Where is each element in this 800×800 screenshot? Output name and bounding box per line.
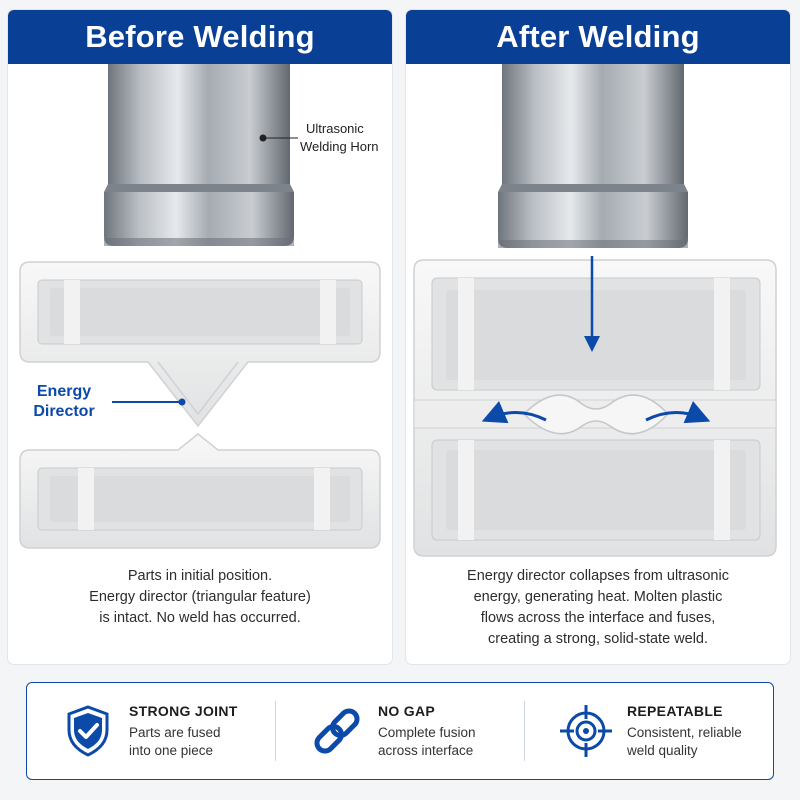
after-caption-line: creating a strong, solid-state weld. bbox=[487, 631, 709, 647]
horn-callout-dot bbox=[259, 134, 267, 142]
before-caption-line: Energy director (triangular feature) bbox=[89, 589, 311, 605]
benefit-title: STRONG JOINT bbox=[129, 702, 238, 719]
after-welding-illustration bbox=[413, 64, 777, 557]
shield-check-icon bbox=[67, 705, 109, 757]
after-caption-line: energy, generating heat. Molten plastic bbox=[473, 589, 723, 605]
benefit-desc-line1: Complete fusion bbox=[378, 724, 476, 740]
benefit-desc-line2: weld quality bbox=[627, 742, 698, 758]
benefit-title: REPEATABLE bbox=[627, 702, 723, 719]
after-welding-title: After Welding bbox=[406, 10, 790, 64]
benefit-desc-line1: Parts are fused bbox=[129, 724, 221, 740]
before-caption-line: Parts in initial position. bbox=[127, 568, 273, 584]
benefits-bar: STRONG JOINT Parts are fused into one pi… bbox=[26, 682, 774, 780]
before-caption-line: is intact. No weld has occurred. bbox=[99, 610, 301, 626]
benefit-title: NO GAP bbox=[378, 702, 436, 719]
after-welding-panel: After Welding bbox=[406, 10, 790, 664]
before-welding-title: Before Welding bbox=[8, 10, 392, 64]
crosshair-target-icon bbox=[560, 705, 612, 757]
energy-label-line1: Energy bbox=[36, 383, 92, 400]
energy-director-callout-dot bbox=[178, 398, 186, 406]
benefit-desc-line2: across interface bbox=[378, 742, 474, 758]
upper-plastic-part bbox=[19, 261, 381, 428]
before-welding-panel: Before Welding bbox=[8, 10, 392, 664]
after-caption-line: Energy director collapses from ultrasoni… bbox=[467, 568, 729, 584]
benefit-desc-line1: Consistent, reliable bbox=[627, 724, 742, 740]
before-caption: Parts in initial position. Energy direct… bbox=[18, 566, 382, 629]
energy-label-line2: Director bbox=[33, 403, 95, 420]
lower-plastic-part bbox=[19, 433, 381, 549]
energy-director-callout: Energy Director bbox=[24, 382, 104, 422]
benefit-repeatable: REPEATABLE Consistent, reliable weld qua… bbox=[524, 701, 773, 761]
melt-flow-left-arrow bbox=[481, 401, 547, 424]
after-caption: Energy director collapses from ultrasoni… bbox=[416, 566, 780, 650]
ultrasonic-welding-horn bbox=[104, 64, 294, 246]
before-welding-illustration bbox=[19, 64, 381, 549]
horn-label-line1: Ultrasonic bbox=[306, 121, 364, 136]
fused-plastic-assembly bbox=[413, 259, 777, 557]
horn-callout: Ultrasonic Welding Horn bbox=[300, 120, 379, 156]
after-caption-line: flows across the interface and fuses, bbox=[480, 610, 716, 626]
melt-flow-right-arrow bbox=[645, 401, 711, 424]
benefit-desc-line2: into one piece bbox=[129, 742, 214, 758]
benefit-no-gap: NO GAP Complete fusion across interface bbox=[275, 701, 524, 761]
chain-link-icon bbox=[314, 708, 360, 754]
horn-label-line2: Welding Horn bbox=[300, 139, 379, 154]
ultrasonic-welding-horn bbox=[498, 64, 688, 248]
benefit-strong-joint: STRONG JOINT Parts are fused into one pi… bbox=[27, 701, 275, 761]
horn-pressure-arrow bbox=[584, 256, 600, 352]
